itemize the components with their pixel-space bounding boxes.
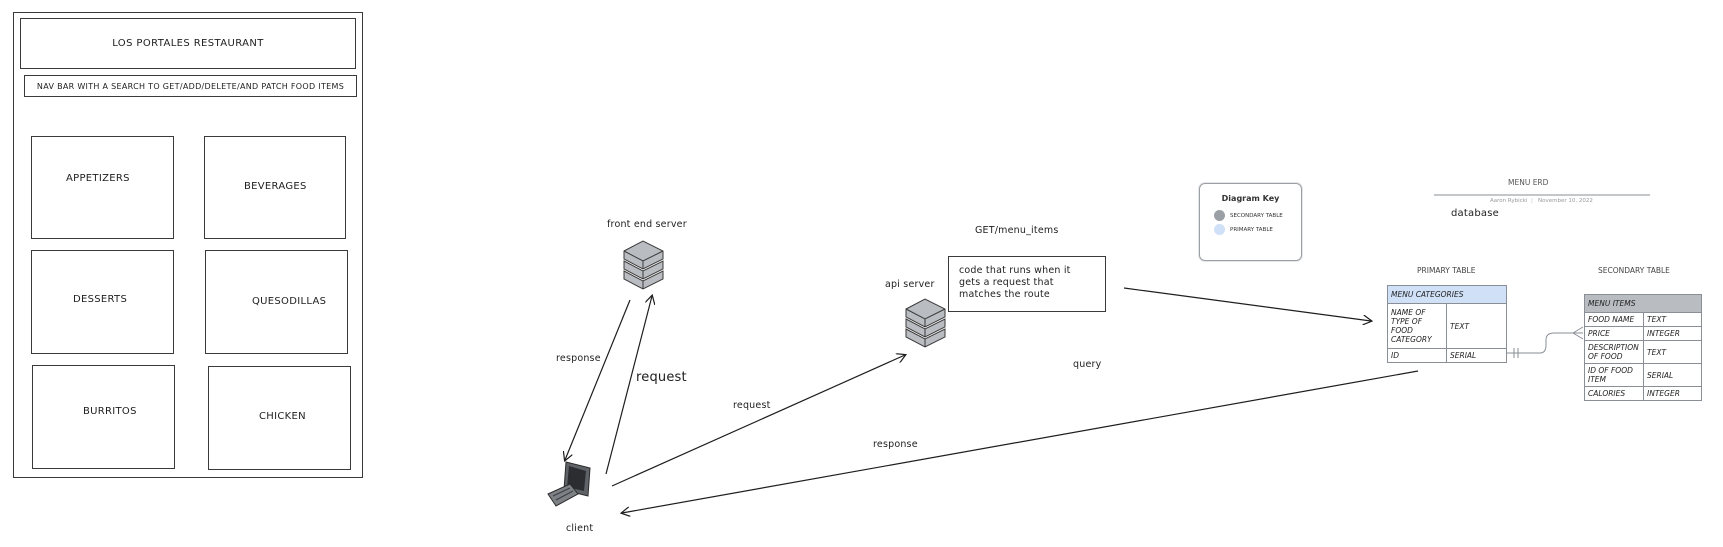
table-header-row: MENU ITEMS — [1584, 294, 1702, 313]
wireframe-frame — [13, 12, 363, 478]
request-label-api: request — [733, 400, 771, 411]
table-header-row: MENU CATEGORIES — [1387, 285, 1507, 304]
table-row: DESCRIPTION OF FOOD TEXT — [1584, 340, 1702, 364]
category-card-desserts: DESSERTS — [31, 250, 174, 354]
table-row: ID OF FOOD ITEM SERIAL — [1584, 363, 1702, 387]
secondary-table-label: SECONDARY TABLE — [1598, 266, 1670, 275]
request-label-front-end: request — [636, 370, 687, 385]
field-type: INTEGER — [1643, 386, 1702, 401]
nav-bar-note: NAV BAR WITH A SEARCH TO GET/ADD/DELETE/… — [24, 75, 357, 97]
primary-table-swatch — [1214, 224, 1225, 235]
front-end-server-label: front end server — [607, 219, 687, 230]
secondary-table: MENU ITEMS FOOD NAME TEXT PRICE INTEGER … — [1584, 294, 1702, 401]
response-arrow-from-database — [622, 370, 1419, 513]
category-label: BURRITOS — [83, 406, 137, 417]
response-arrow-to-client — [565, 299, 631, 460]
erd-author: Aaron Rybicki — [1490, 198, 1528, 204]
table-row: NAME OF TYPE OF FOOD CATEGORY TEXT — [1387, 303, 1507, 349]
field-type: INTEGER — [1643, 326, 1702, 341]
field-name: PRICE — [1584, 326, 1644, 341]
front-end-server-icon — [623, 240, 664, 290]
query-arrow-to-database — [1123, 287, 1371, 321]
diagram-key-title: Diagram Key — [1221, 194, 1280, 203]
primary-table-header: MENU CATEGORIES — [1387, 285, 1507, 304]
response-label-database: response — [873, 439, 918, 450]
response-label-front-end: response — [556, 353, 601, 364]
erd-date: November 10, 2022 — [1538, 198, 1593, 204]
field-type: TEXT — [1643, 340, 1702, 364]
primary-table-key-label: PRIMARY TABLE — [1230, 226, 1273, 233]
get-route-label: GET/menu_items — [975, 225, 1059, 236]
table-row: FOOD NAME TEXT — [1584, 312, 1702, 327]
category-card-burritos: BURRITOS — [32, 365, 175, 469]
field-name: CALORIES — [1584, 386, 1644, 401]
category-label: DESSERTS — [73, 294, 128, 305]
secondary-table-header: MENU ITEMS — [1584, 294, 1702, 313]
erd-relationship-connector — [1507, 326, 1584, 358]
request-arrow-to-front-end — [605, 296, 652, 475]
field-type: SERIAL — [1446, 348, 1507, 363]
table-row: ID SERIAL — [1387, 348, 1507, 363]
field-type: SERIAL — [1643, 363, 1702, 387]
category-card-beverages: BEVERAGES — [204, 136, 346, 239]
category-label: QUESODILLAS — [252, 296, 327, 307]
category-label: BEVERAGES — [244, 181, 307, 192]
table-row: PRICE INTEGER — [1584, 326, 1702, 341]
field-name: ID OF FOOD ITEM — [1584, 363, 1644, 387]
category-card-chicken: CHICKEN — [208, 366, 351, 470]
category-label: APPETIZERS — [66, 173, 130, 184]
erd-title: MENU ERD — [1508, 178, 1549, 187]
field-name: ID — [1387, 348, 1447, 363]
key-row-secondary: SECONDARY TABLE — [1214, 210, 1283, 221]
client-label: client — [566, 523, 594, 534]
field-type: TEXT — [1446, 303, 1507, 349]
query-label: query — [1073, 359, 1102, 370]
category-card-quesodillas: QUESODILLAS — [205, 250, 348, 354]
secondary-table-swatch — [1214, 210, 1225, 221]
erd-separator: | — [1531, 198, 1533, 204]
primary-table-label: PRIMARY TABLE — [1417, 266, 1476, 275]
diagram-key: Diagram Key SECONDARY TABLE PRIMARY TABL… — [1199, 183, 1302, 261]
api-server-icon — [905, 298, 946, 348]
field-name: DESCRIPTION OF FOOD — [1584, 340, 1644, 364]
field-name: NAME OF TYPE OF FOOD CATEGORY — [1387, 303, 1447, 349]
table-row: CALORIES INTEGER — [1584, 386, 1702, 401]
request-arrow-to-api — [611, 355, 905, 487]
field-type: TEXT — [1643, 312, 1702, 327]
secondary-table-key-label: SECONDARY TABLE — [1230, 212, 1283, 219]
restaurant-title: LOS PORTALES RESTAURANT — [20, 18, 356, 69]
client-computer-icon — [547, 461, 591, 507]
key-row-primary: PRIMARY TABLE — [1214, 224, 1273, 235]
route-handler-note: code that runs when it gets a request th… — [948, 256, 1106, 312]
category-label: CHICKEN — [259, 411, 306, 422]
field-name: FOOD NAME — [1584, 312, 1644, 327]
primary-table: MENU CATEGORIES NAME OF TYPE OF FOOD CAT… — [1387, 285, 1507, 363]
database-label: database — [1451, 208, 1499, 219]
api-server-label: api server — [885, 279, 935, 290]
category-card-appetizers: APPETIZERS — [31, 136, 174, 239]
